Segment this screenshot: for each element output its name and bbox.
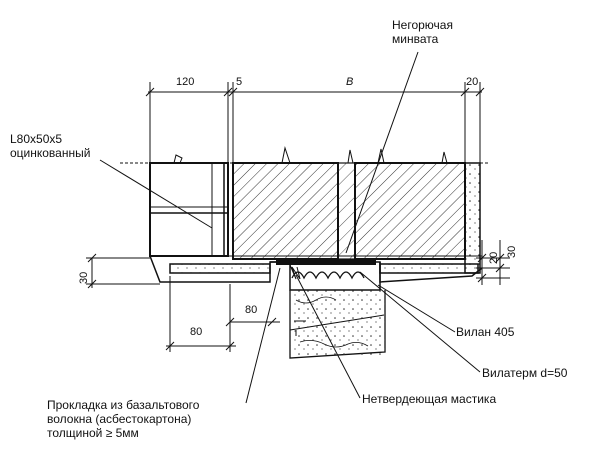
- right-dimensions: [476, 240, 510, 285]
- noncombustible-wool-line1: Негорючая: [392, 18, 453, 32]
- mastic-label: Нетвердеющая мастика: [362, 392, 497, 406]
- noncombustible-wool-label: Негорючая минвата: [392, 18, 453, 46]
- inner-dimension-80: [225, 317, 280, 327]
- dim-b: B: [346, 76, 354, 88]
- top-dimension-chain: [145, 82, 485, 165]
- dim-120: 120: [176, 76, 195, 88]
- angle-label-line2: оцинкованный: [10, 146, 91, 160]
- dim-30-right: 30: [506, 245, 518, 258]
- dim-20-top: 20: [466, 76, 479, 88]
- gasket-and-mastic: [276, 259, 376, 280]
- gasket-label: Прокладка из базальтового волокна (асбес…: [47, 398, 199, 440]
- angle-label-line1: L80x50x5: [10, 132, 63, 146]
- dim-80-inner: 80: [245, 304, 258, 316]
- vilan-label: Вилан 405: [456, 325, 515, 339]
- angle-label: L80x50x5 оцинкованный: [10, 132, 90, 160]
- gasket-label-line1: Прокладка из базальтового: [47, 398, 200, 412]
- wall-block-hatched: [120, 146, 488, 260]
- bottom-dimension-80: [165, 276, 236, 352]
- gasket-label-line2: волокна (асбестокартона): [47, 412, 192, 426]
- vilaterm-label: Вилатерм d=50: [482, 366, 568, 380]
- dim-30-left: 30: [78, 271, 90, 284]
- gasket-label-line3: толщиной ≥ 5мм: [47, 426, 139, 440]
- left-dimension-30: [86, 253, 160, 289]
- leader-lines: [99, 51, 481, 404]
- dim-5: 5: [236, 76, 243, 88]
- lower-slab-section: [289, 290, 386, 359]
- dim-20-right: 20: [488, 251, 500, 264]
- dim-80-bottom: 80: [190, 326, 203, 338]
- noncombustible-wool-line2: минвата: [392, 32, 439, 46]
- galvanized-angle-profile: [149, 154, 229, 257]
